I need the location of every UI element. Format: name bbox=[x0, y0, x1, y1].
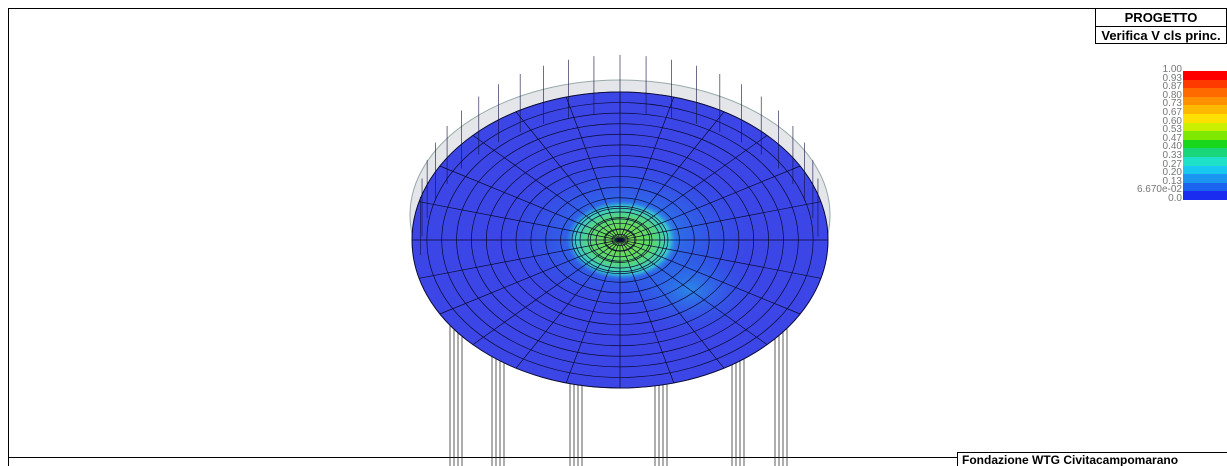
legend-row: 0.13 bbox=[1140, 175, 1227, 192]
legend-value-label: 0.20 bbox=[1162, 167, 1182, 179]
mesh-spoke bbox=[619, 239, 821, 279]
legend-color-swatch bbox=[1183, 79, 1227, 89]
legend-color-swatch bbox=[1183, 156, 1227, 166]
mesh-spoke bbox=[419, 201, 621, 241]
mesh-spoke bbox=[439, 165, 621, 241]
legend-color-swatch bbox=[1183, 174, 1227, 183]
legend-value-label: 6.670e-02 bbox=[1136, 184, 1182, 196]
legend-value-label: 0.93 bbox=[1162, 72, 1182, 84]
legend-value-label: 0.87 bbox=[1162, 81, 1182, 93]
mesh-spoke bbox=[619, 96, 675, 241]
mesh-spoke bbox=[565, 239, 621, 384]
legend-color-swatch bbox=[1183, 113, 1227, 123]
mesh-spoke bbox=[565, 96, 621, 241]
project-name-label: Fondazione WTG Civitacampomarano bbox=[957, 452, 1227, 466]
foundation-mesh bbox=[411, 54, 829, 389]
legend-color-swatch bbox=[1183, 182, 1227, 192]
legend-row: 0.40 bbox=[1140, 141, 1227, 157]
legend-color-swatch bbox=[1183, 191, 1227, 200]
legend-color-swatch bbox=[1183, 105, 1227, 114]
legend-row: 1.00 bbox=[1140, 64, 1227, 80]
legend-value-label: 0.27 bbox=[1162, 158, 1182, 170]
legend-row: 0.0 bbox=[1140, 192, 1227, 205]
mesh-spoke bbox=[439, 239, 621, 315]
legend-row: 0.33 bbox=[1140, 149, 1227, 166]
mesh-spoke bbox=[619, 165, 801, 241]
legend-color-swatch bbox=[1183, 148, 1227, 157]
legend-value-label: 0.80 bbox=[1162, 89, 1182, 101]
legend-color-swatch bbox=[1183, 122, 1227, 132]
mesh-spoke bbox=[619, 239, 675, 384]
legend-value-label: 1.00 bbox=[1162, 64, 1182, 75]
legend-row: 0.73 bbox=[1140, 98, 1227, 114]
mesh-spoke bbox=[619, 239, 801, 315]
viewport-frame bbox=[8, 8, 1227, 466]
legend-value-label: 0.13 bbox=[1162, 175, 1182, 187]
mesh-spoke bbox=[472, 135, 621, 241]
legend-row: 0.53 bbox=[1140, 124, 1227, 140]
legend-color-swatch bbox=[1183, 71, 1227, 80]
legend-value-label: 0.47 bbox=[1162, 132, 1182, 144]
viewport-bottom-border bbox=[8, 457, 957, 458]
legend-row: 0.93 bbox=[1140, 72, 1227, 89]
legend-value-label: 0.0 bbox=[1168, 192, 1182, 204]
mesh-spoke bbox=[515, 111, 621, 241]
legend-value-label: 0.67 bbox=[1162, 106, 1182, 118]
legend-row: 6.670e-02 bbox=[1136, 184, 1227, 200]
mesh-spoke bbox=[619, 239, 768, 345]
mesh-spoke bbox=[619, 135, 768, 241]
legend-row: 0.47 bbox=[1140, 132, 1227, 149]
verification-subtitle: Verifica V cls princ. bbox=[1096, 26, 1226, 44]
legend-row: 0.27 bbox=[1140, 158, 1227, 175]
legend-color-swatch bbox=[1183, 88, 1227, 97]
legend-value-label: 0.33 bbox=[1162, 149, 1182, 161]
mesh-spoke bbox=[619, 201, 821, 241]
project-title: PROGETTO bbox=[1124, 10, 1198, 25]
mesh-spoke bbox=[619, 239, 725, 369]
legend-row: 0.60 bbox=[1140, 115, 1227, 132]
legend-value-label: 0.40 bbox=[1162, 141, 1182, 153]
legend-value-label: 0.73 bbox=[1162, 98, 1182, 110]
mesh-spoke bbox=[472, 239, 621, 345]
mesh-spoke bbox=[619, 111, 725, 241]
legend-row: 0.20 bbox=[1140, 167, 1227, 183]
mesh-spoke bbox=[515, 239, 621, 369]
legend-value-label: 0.53 bbox=[1162, 124, 1182, 136]
mesh-spoke bbox=[419, 239, 621, 279]
legend-color-swatch bbox=[1183, 96, 1227, 106]
legend-row: 0.80 bbox=[1140, 89, 1227, 106]
legend-color-swatch bbox=[1183, 131, 1227, 140]
legend-row: 0.87 bbox=[1140, 81, 1227, 97]
legend-color-swatch bbox=[1183, 165, 1227, 175]
legend-color-swatch bbox=[1183, 139, 1227, 149]
legend-value-label: 0.60 bbox=[1162, 115, 1182, 127]
legend-row: 0.67 bbox=[1140, 106, 1227, 123]
project-title-box: PROGETTO Verifica V cls princ. bbox=[1095, 8, 1227, 44]
